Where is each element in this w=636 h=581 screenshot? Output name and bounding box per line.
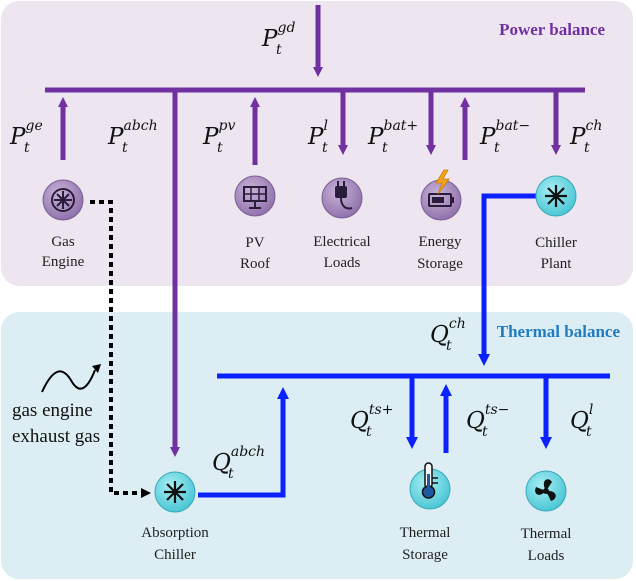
energy-storage-label-2: Storage <box>417 256 463 272</box>
thermal-storage-label-1: Thermal <box>400 525 451 541</box>
turbine-icon <box>42 179 84 221</box>
var-p-bat-plus: Pbat+t <box>367 118 418 156</box>
var-q-ts-plus: Qts+t <box>350 402 393 440</box>
electrical-loads-label-2: Loads <box>324 255 361 271</box>
exhaust-note-line1: gas engine <box>12 400 93 421</box>
thermal-balance-title: Thermal balance <box>497 322 621 341</box>
battery-icon <box>420 169 462 221</box>
chiller-plant-label-1: Chiller <box>535 235 577 251</box>
thermal-loads-label-1: Thermal <box>521 526 572 542</box>
snowflake-icon <box>535 175 577 217</box>
power-balance-section <box>1 1 633 286</box>
gas-engine-label-1: Gas <box>51 234 74 250</box>
electrical-loads-label-1: Electrical <box>313 234 370 250</box>
var-p-bat-minus: Pbat−t <box>479 118 530 156</box>
exhaust-wave-icon <box>41 369 96 393</box>
absorption-chiller-label-1: Absorption <box>141 525 209 541</box>
power-balance-title: Power balance <box>499 20 605 39</box>
energy-storage-label-1: Energy <box>418 234 462 250</box>
chiller-plant-thermal-arrow <box>478 193 538 366</box>
thermal-balance-section <box>1 312 633 579</box>
thermometer-icon <box>409 462 451 510</box>
thermal-storage-label-2: Storage <box>402 547 448 563</box>
fan-icon <box>525 470 567 512</box>
plug-icon <box>321 177 363 219</box>
chiller-plant-label-2: Plant <box>541 256 573 272</box>
pv-roof-label-1: PV <box>245 235 264 251</box>
var-q-ts-minus: Qts−t <box>466 402 509 440</box>
absorption-chiller-thermal-arrow <box>198 387 289 498</box>
absorption-chiller-label-2: Chiller <box>154 547 196 563</box>
solar-panel-icon <box>234 175 276 217</box>
pv-roof-label-2: Roof <box>240 256 270 272</box>
thermal-loads-label-2: Loads <box>528 548 565 564</box>
gas-engine-label-2: Engine <box>42 254 85 270</box>
absorption-snowflake-icon <box>154 471 196 513</box>
exhaust-gas-arrow <box>90 200 151 498</box>
exhaust-note-line2: exhaust gas <box>12 426 100 447</box>
